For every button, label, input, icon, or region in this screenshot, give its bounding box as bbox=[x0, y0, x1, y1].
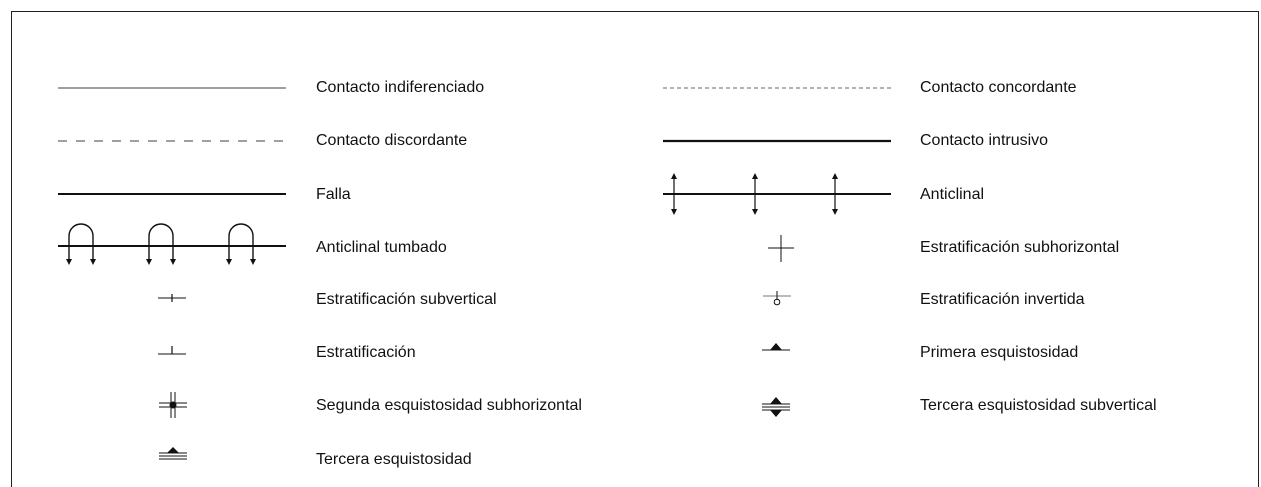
long-dash-line-symbol bbox=[58, 140, 286, 142]
thin-solid-line-symbol bbox=[58, 87, 286, 89]
legend-label-contacto-indiferenciado: Contacto indiferenciado bbox=[316, 79, 485, 96]
legend-label-anticlinal: Anticlinal bbox=[920, 186, 985, 203]
legend-label-estratificacion-subvertical: Estratificación subvertical bbox=[316, 291, 497, 308]
legend-label-tercera-esquistosidad-subvertical: Tercera esquistosidad subvertical bbox=[920, 397, 1157, 414]
legend-label-estratificacion: Estratificación bbox=[316, 344, 416, 361]
subhorizontal-bedding-symbol bbox=[768, 235, 794, 262]
solid-line-symbol bbox=[58, 193, 286, 195]
legend-label-anticlinal-tumbado: Anticlinal tumbado bbox=[316, 239, 447, 256]
overturned-anticline-symbol bbox=[58, 223, 286, 265]
anticline-symbol bbox=[663, 173, 891, 215]
legend-frame bbox=[11, 11, 1259, 487]
legend-label-contacto-intrusivo: Contacto intrusivo bbox=[920, 132, 1049, 149]
bedding-symbol bbox=[158, 346, 186, 355]
legend-label-segunda-esquistosidad-subhorizontal: Segunda esquistosidad subhorizontal bbox=[316, 397, 582, 414]
subvertical-bedding-symbol bbox=[158, 294, 186, 302]
dotted-line-symbol bbox=[663, 87, 891, 89]
legend-label-estratificacion-invertida: Estratificación invertida bbox=[920, 291, 1085, 308]
legend-label-tercera-esquistosidad: Tercera esquistosidad bbox=[316, 451, 472, 468]
legend-label-falla: Falla bbox=[316, 186, 351, 203]
third-schistosity-symbol bbox=[159, 447, 187, 460]
first-schistosity-symbol bbox=[762, 343, 790, 351]
third-schistosity-subvertical-symbol bbox=[762, 397, 790, 417]
legend-label-primera-esquistosidad: Primera esquistosidad bbox=[920, 344, 1079, 361]
second-schistosity-subhorizontal-symbol bbox=[159, 392, 187, 418]
legend-label-contacto-discordante: Contacto discordante bbox=[316, 132, 468, 149]
legend-label-estratificacion-subhorizontal: Estratificación subhorizontal bbox=[920, 239, 1120, 256]
thick-solid-line-symbol bbox=[663, 139, 891, 143]
legend-label-contacto-concordante: Contacto concordante bbox=[920, 79, 1077, 96]
overturned-bedding-symbol bbox=[763, 291, 791, 306]
